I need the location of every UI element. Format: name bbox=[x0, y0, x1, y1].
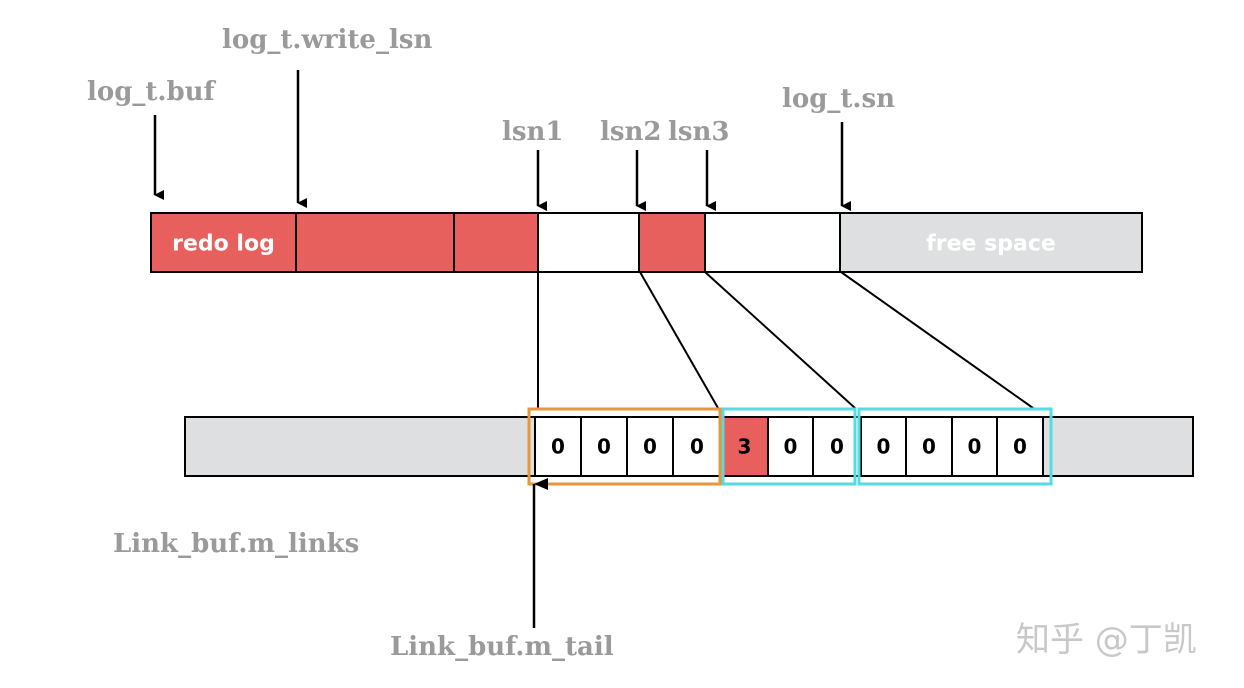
link-group-outline-orange bbox=[527, 407, 722, 486]
label-log-t-write-lsn: log_t.write_lsn bbox=[222, 25, 432, 55]
link-cell-value: 0 bbox=[643, 435, 657, 459]
pointer-arrows bbox=[153, 70, 851, 211]
log-buffer-segment-label: redo log bbox=[172, 232, 275, 257]
label-link-buf-m-links: Link_buf.m_links bbox=[113, 529, 359, 559]
log-buffer-segment bbox=[150, 212, 297, 273]
log-buffer-segment bbox=[453, 212, 539, 273]
label-log-t-sn: log_t.sn bbox=[782, 84, 895, 114]
log-buffer-segment bbox=[839, 212, 1143, 273]
link-cell bbox=[580, 416, 628, 477]
link-cell bbox=[767, 416, 814, 477]
log-buffer: redo log free space bbox=[150, 212, 1143, 273]
label-lsn2: lsn2 bbox=[600, 117, 662, 147]
link-group-outline-cyan bbox=[857, 407, 1053, 486]
label-log-t-buf: log_t.buf bbox=[87, 77, 217, 107]
link-cell bbox=[860, 416, 907, 477]
map-line-lsn3 bbox=[704, 271, 856, 409]
link-cell-value: 3 bbox=[738, 435, 752, 459]
link-group-outline-cyan bbox=[721, 407, 857, 486]
label-link-buf-m-tail: Link_buf.m_tail bbox=[390, 632, 614, 662]
link-buf-cells: 0 0 0 0 3 0 0 0 0 0 0 bbox=[534, 416, 1044, 477]
link-cell-value: 0 bbox=[968, 435, 982, 459]
map-line-sn bbox=[840, 271, 1034, 409]
link-cell-value: 0 bbox=[922, 435, 936, 459]
link-buf-groups bbox=[527, 407, 1053, 486]
link-cell-value: 0 bbox=[690, 435, 704, 459]
label-lsn1: lsn1 bbox=[502, 117, 564, 147]
link-cell-value: 0 bbox=[597, 435, 611, 459]
log-buffer-segment bbox=[295, 212, 455, 273]
link-cell bbox=[626, 416, 674, 477]
link-cell-value: 0 bbox=[551, 435, 565, 459]
link-cell-value: 0 bbox=[784, 435, 798, 459]
link-cell bbox=[996, 416, 1044, 477]
label-lsn3: lsn3 bbox=[668, 117, 730, 147]
link-cell bbox=[951, 416, 998, 477]
link-cell-value: 0 bbox=[877, 435, 891, 459]
link-cell-value: 0 bbox=[830, 435, 844, 459]
watermark: 知乎 @丁凯 bbox=[1016, 620, 1197, 660]
map-line-lsn2 bbox=[639, 271, 719, 409]
log-buffer-segment bbox=[704, 212, 841, 273]
log-buffer-segment bbox=[537, 212, 640, 273]
mapping-lines bbox=[537, 271, 1034, 409]
link-cell-value: 0 bbox=[1013, 435, 1027, 459]
log-buffer-segment-label: free space bbox=[926, 232, 1056, 257]
link-cell bbox=[534, 416, 582, 477]
log-buffer-segment bbox=[638, 212, 706, 273]
